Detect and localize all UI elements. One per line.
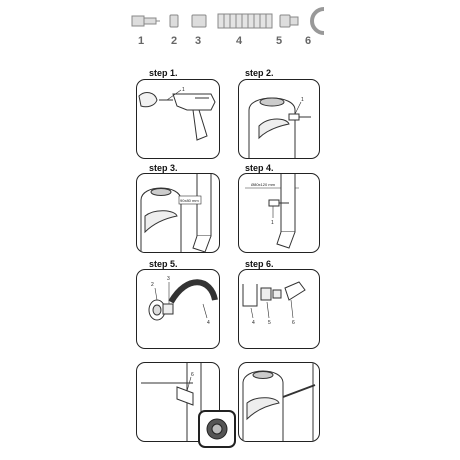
downpipe-icon: [276, 174, 296, 249]
hose-icon: [168, 279, 218, 304]
drill-illustration: 1: [138, 87, 216, 141]
callout-4: 4: [207, 320, 210, 326]
callout-2: 2: [151, 282, 154, 288]
callout-1: 1: [301, 97, 304, 103]
step-2-label: step 2.: [245, 68, 274, 78]
dimension-label: 90x80 mm: [180, 198, 199, 203]
callout-6: 6: [292, 320, 295, 326]
downpipe-icon: [242, 284, 258, 307]
clip-part-icon: [310, 7, 325, 35]
dimension-label: Ø80x120 mm: [251, 182, 276, 187]
adapter-part-icon: [279, 14, 299, 28]
hose-part-icon: [217, 13, 273, 29]
adapter-icon: [260, 287, 282, 301]
step-6-panel: 4 5 6: [238, 269, 320, 349]
part-number: 6: [305, 35, 312, 47]
hand-icon: [138, 92, 158, 108]
part-number: 3: [195, 35, 202, 47]
drill-icon: [159, 93, 216, 141]
clip-icon: [176, 386, 194, 406]
water-tank-icon: [140, 187, 182, 252]
step-5-panel: 2 3 4: [136, 269, 220, 349]
step-4-panel: Ø80x120 mm 1: [238, 173, 320, 253]
step-1-label: step 1.: [149, 68, 178, 78]
drill-bit-icon: [268, 199, 289, 207]
step-3-panel: 90x80 mm: [136, 173, 220, 253]
step-5-label: step 5.: [149, 259, 178, 269]
step-1-panel: 1: [136, 79, 220, 159]
callout-1: 1: [271, 220, 274, 226]
part-number: 4: [236, 35, 243, 47]
part-number: 2: [171, 35, 178, 47]
step-2-panel: 1: [238, 79, 320, 159]
drill-bit-part-icon: [131, 15, 160, 27]
step-4-label: step 4.: [245, 163, 274, 173]
callout-5: 5: [268, 320, 271, 326]
drill-bit-icon: [288, 113, 311, 121]
pipe-drill-illustration: Ø80x120 mm 1: [245, 174, 299, 249]
parts-illustration: [131, 7, 325, 35]
hose-icon: [282, 384, 316, 398]
part-number: 5: [276, 35, 283, 47]
water-tank-icon: [248, 97, 296, 158]
callout-6: 6: [191, 372, 194, 378]
callout-1: 1: [182, 87, 185, 93]
step-3-label: step 3.: [149, 163, 178, 173]
downpipe-icon: [192, 174, 212, 252]
final-install-illustration: [242, 363, 316, 441]
callout-4: 4: [252, 320, 255, 326]
step-6-label: step 6.: [245, 259, 274, 269]
connector-part-icon: [191, 14, 207, 28]
water-tank-icon: [242, 370, 284, 441]
hose-connect-illustration: 2 3 4: [148, 276, 218, 326]
tank-bit-illustration: 1: [248, 97, 311, 158]
clip-icon: [284, 281, 306, 301]
measure-illustration: 90x80 mm: [140, 174, 212, 252]
part-number: 1: [138, 35, 145, 47]
adapter-assembly-illustration: 4 5 6: [242, 281, 306, 326]
step-8-panel: [238, 362, 320, 442]
ring-part-icon: [169, 14, 179, 28]
callout-3: 3: [167, 276, 170, 282]
install-detail-illustration: 6: [141, 363, 202, 441]
connector-detail-inset: [198, 410, 236, 448]
connector-detail-icon: [206, 418, 228, 440]
seal-ring-icon: [148, 299, 166, 321]
